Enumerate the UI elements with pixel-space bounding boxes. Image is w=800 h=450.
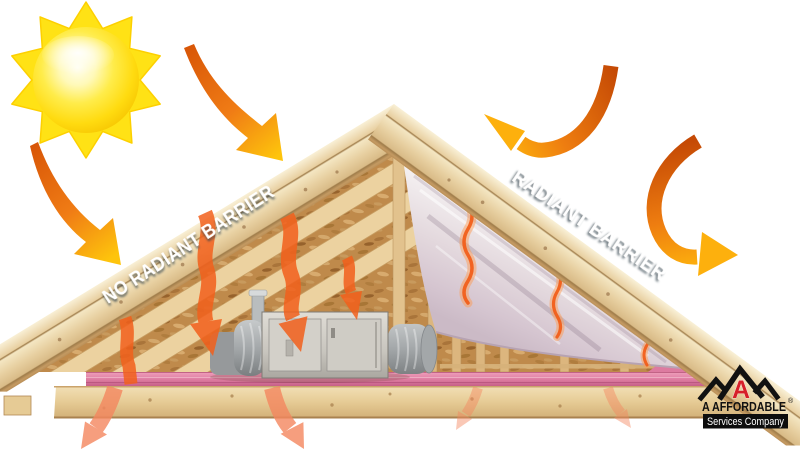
eave-block bbox=[3, 395, 32, 416]
attic-floor bbox=[54, 367, 752, 419]
reflected-heat-arrow-icon bbox=[484, 64, 738, 276]
roof-nail-dots bbox=[57, 170, 673, 342]
logo-registered-mark: ® bbox=[788, 397, 794, 405]
roof-right bbox=[368, 104, 800, 446]
heat-leak-arrow-icon bbox=[81, 385, 631, 449]
hvac-duct-left bbox=[234, 320, 266, 376]
sun-icon bbox=[11, 1, 161, 159]
logo-monogram: A bbox=[732, 376, 750, 404]
heat-ribbon-arrow-icon bbox=[118, 209, 362, 385]
fascia-board bbox=[54, 386, 752, 418]
solar-heat-arrow-icon bbox=[184, 44, 283, 161]
company-logo: A A AFFORDABLE ® Services Company bbox=[697, 364, 794, 429]
hvac-duct-right bbox=[388, 324, 430, 374]
attic-interior bbox=[28, 136, 690, 383]
logo-roof-icon bbox=[697, 364, 781, 402]
logo-tagline: Services Company bbox=[707, 416, 784, 428]
solar-heat-arrow-icon bbox=[30, 142, 121, 265]
logo-tagline-bar bbox=[703, 414, 788, 429]
hvac-panel-right bbox=[326, 318, 382, 372]
logo-company-name: A AFFORDABLE bbox=[702, 399, 786, 414]
